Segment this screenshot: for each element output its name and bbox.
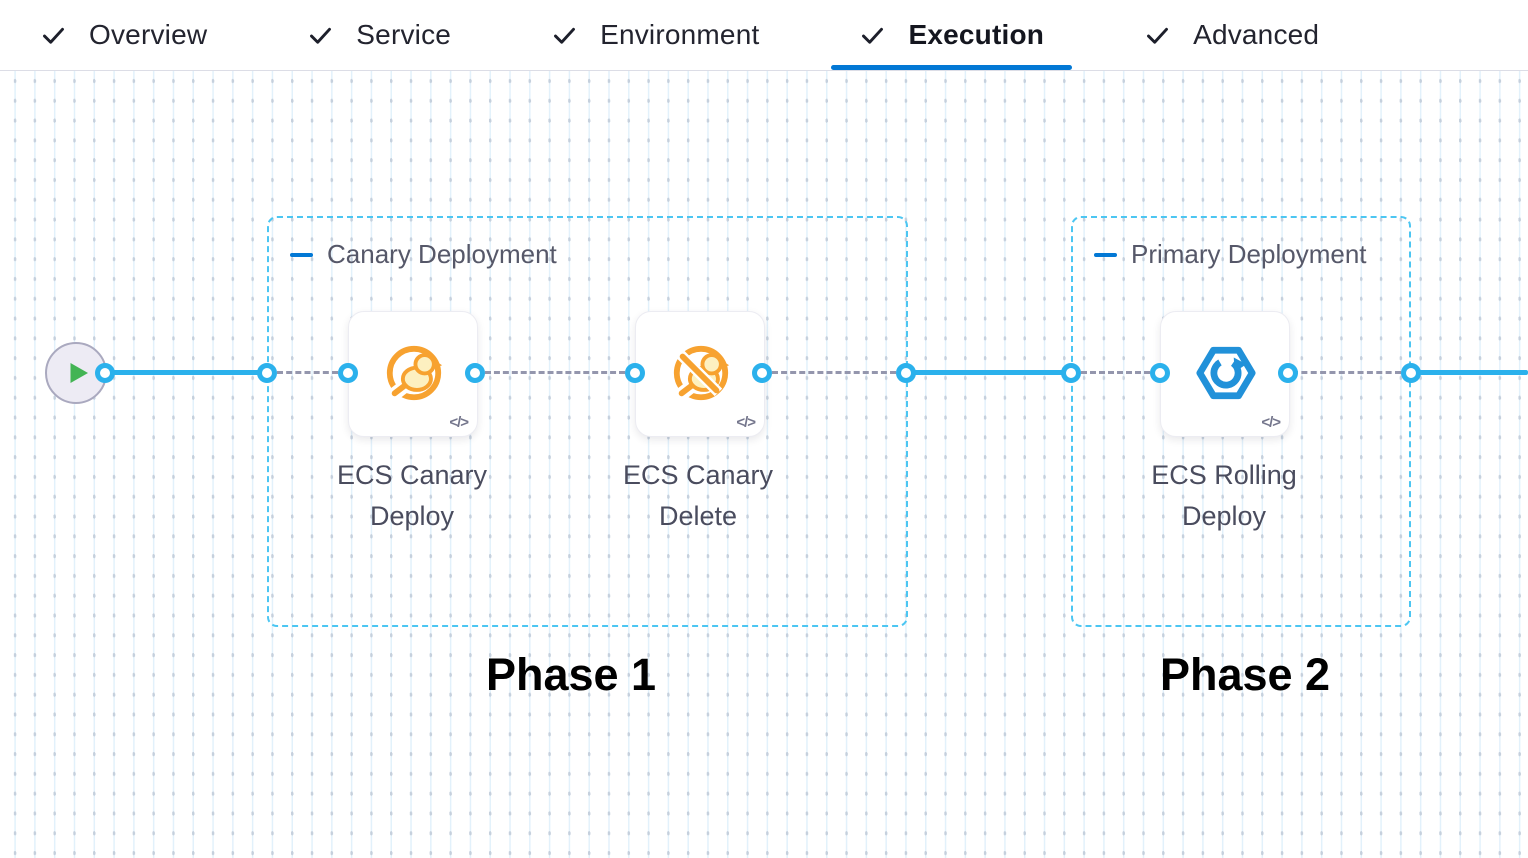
stage-group-header-canary[interactable]: Canary Deployment (290, 239, 557, 270)
connector-port[interactable] (896, 363, 916, 383)
check-icon (1147, 27, 1169, 44)
connector-port[interactable] (257, 363, 277, 383)
phase-2-annotation: Phase 2 (1159, 649, 1331, 700)
phase-1-annotation: Phase 1 (485, 649, 657, 700)
dashed-connector-line (772, 371, 896, 374)
connector-port[interactable] (1061, 363, 1081, 383)
connector-port[interactable] (1401, 363, 1421, 383)
stage-group-header-primary[interactable]: Primary Deployment (1094, 239, 1367, 270)
ecs-rolling-deploy-icon (1196, 346, 1256, 400)
dashed-connector-line (485, 371, 625, 374)
check-icon (43, 27, 64, 44)
tab-execution[interactable]: Execution (831, 0, 1072, 70)
tab-label: Execution (908, 19, 1045, 50)
dashed-connector-line (277, 371, 338, 374)
connector-port[interactable] (1150, 363, 1170, 383)
connector-line (105, 370, 267, 375)
settings-tab-bar: Overview Service Environment Execution A… (0, 0, 1528, 71)
tab-label: Environment (600, 19, 760, 50)
play-icon (70, 363, 88, 383)
tab-advanced[interactable]: Advanced (1144, 0, 1319, 70)
code-icon[interactable]: </> (736, 414, 756, 431)
connector-port[interactable] (1278, 363, 1298, 383)
code-icon[interactable]: </> (449, 414, 469, 431)
dashed-connector-line (1292, 371, 1401, 374)
tab-label: Advanced (1193, 19, 1320, 50)
step-name-label: ECS Canary Delete (622, 460, 774, 531)
canary-deploy-icon (386, 345, 443, 402)
tab-overview[interactable]: Overview (40, 0, 207, 70)
tab-environment[interactable]: Environment (551, 0, 759, 70)
code-icon[interactable]: </> (1261, 414, 1281, 431)
collapse-icon (290, 252, 313, 257)
connector-line (1411, 370, 1528, 375)
check-icon (554, 27, 576, 44)
canary-delete-icon (673, 345, 730, 402)
connector-port[interactable] (752, 363, 772, 383)
dashed-connector-line (1081, 371, 1150, 374)
step-ecs-rolling-deploy[interactable]: </> (1160, 311, 1290, 437)
connector-line (906, 370, 1071, 375)
stage-group-primary-deployment (1071, 216, 1411, 627)
stage-group-canary-deployment (267, 216, 908, 627)
step-name-label: ECS Rolling Deploy (1151, 460, 1297, 531)
tab-service[interactable]: Service (307, 0, 451, 70)
tab-label: Service (356, 19, 452, 50)
connector-port[interactable] (625, 363, 645, 383)
collapse-icon (1094, 252, 1117, 257)
step-ecs-canary-deploy[interactable]: </> (348, 311, 478, 437)
connector-port[interactable] (95, 363, 115, 383)
stage-group-title: Primary Deployment (1131, 239, 1367, 269)
connector-port[interactable] (338, 363, 358, 383)
tab-label: Overview (89, 19, 208, 50)
connector-port[interactable] (465, 363, 485, 383)
check-icon (310, 27, 332, 44)
check-icon (862, 27, 884, 44)
pipeline-canvas[interactable]: Canary Deployment </> ECS Canary Deploy … (0, 71, 1528, 858)
step-ecs-canary-delete[interactable]: </> (635, 311, 765, 437)
step-name-label: ECS Canary Deploy (336, 460, 488, 531)
stage-group-title: Canary Deployment (327, 239, 557, 269)
